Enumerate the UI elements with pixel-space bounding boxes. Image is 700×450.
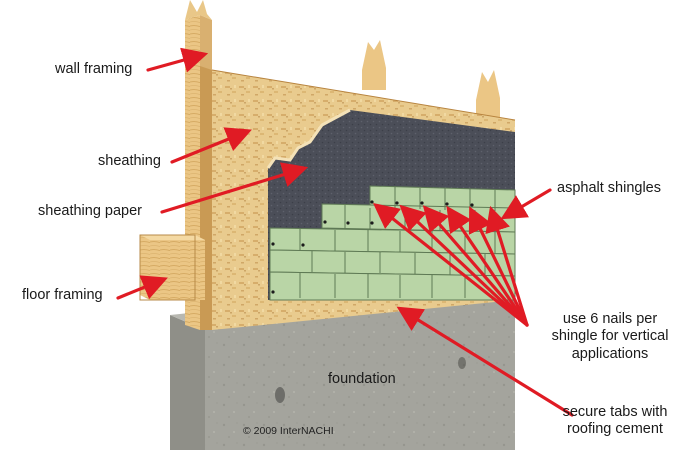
arrow-nail-5 <box>468 206 529 327</box>
arrow-sheathing <box>170 127 252 164</box>
label-foundation: foundation <box>328 371 396 387</box>
label-asphalt-shingles: asphalt shingles <box>557 180 661 196</box>
label-nails-line-1: use 6 nails per <box>562 311 658 327</box>
label-nails-line-2: shingle for vertical <box>551 328 669 345</box>
arrow-nail-6 <box>485 205 529 327</box>
arrow-floor-framing <box>116 275 168 300</box>
floor-framing-rim <box>139 234 205 301</box>
label-nails-note: use 6 nails per shingle for vertical app… <box>540 311 680 363</box>
arrow-nail-3 <box>422 205 529 327</box>
arrow-asphalt-shingles <box>500 188 552 220</box>
label-floor-framing: floor framing <box>22 287 103 303</box>
label-tabs-line-1: secure tabs with <box>562 404 668 420</box>
label-nails-line-3: applications <box>571 345 649 362</box>
arrow-sheathing-paper <box>160 162 309 214</box>
arrow-nail-4 <box>446 205 529 327</box>
arrow-roofing-cement <box>396 306 574 417</box>
arrow-wall-framing <box>146 47 209 73</box>
callout-arrows <box>116 47 574 417</box>
label-sheathing-paper: sheathing paper <box>38 203 142 219</box>
label-tabs-note: secure tabs with roofing cement <box>545 404 685 439</box>
copyright-notice: © 2009 InterNACHI <box>243 425 334 437</box>
label-sheathing: sheathing <box>98 153 161 169</box>
label-tabs-line-2: roofing cement <box>567 421 663 438</box>
label-wall-framing: wall framing <box>55 61 133 77</box>
